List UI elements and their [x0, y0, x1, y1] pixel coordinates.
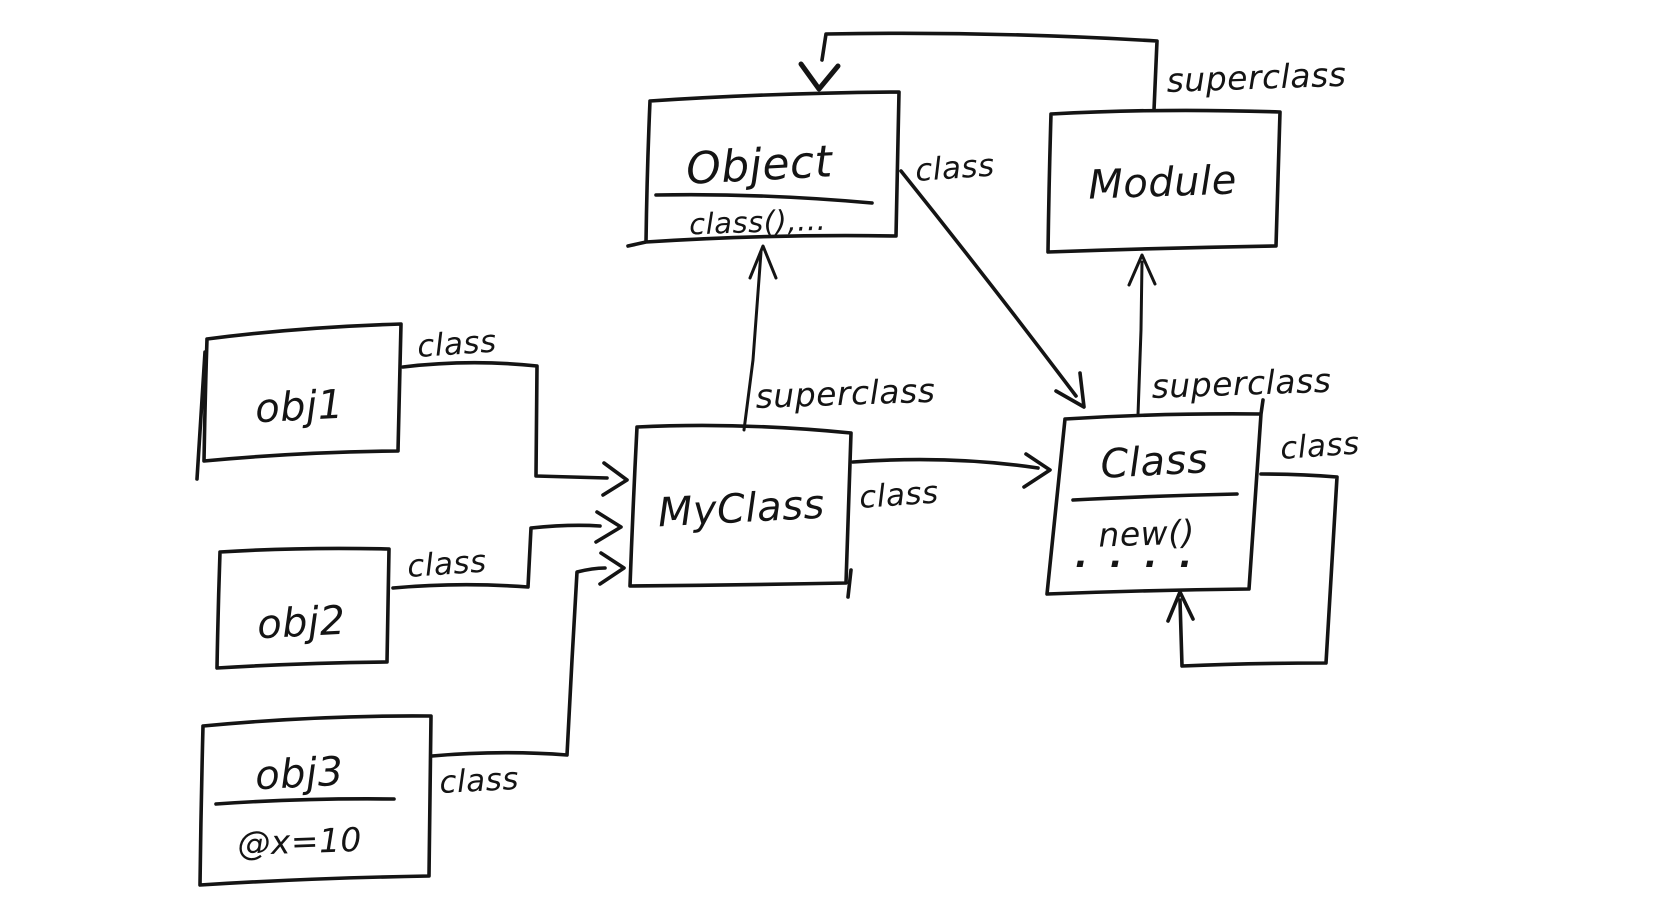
edge-obj3-myclass-label: class: [439, 761, 520, 801]
edge-module-object: superclass: [798, 31, 1347, 112]
edge-myclass-object-arrowhead: [748, 244, 778, 280]
edge-class-self-label: class: [1279, 426, 1361, 467]
edge-module-object-line: [820, 31, 1159, 112]
node-class: Class new() . . . .: [1045, 398, 1265, 596]
node-class-title: Class: [1099, 436, 1209, 488]
node-module-title: Module: [1088, 157, 1238, 208]
edge-class-module-arrowhead: [1127, 253, 1157, 287]
edge-class-module: superclass: [1127, 253, 1332, 417]
node-obj3-members: @x=10: [237, 820, 363, 863]
edge-class-module-label: superclass: [1151, 361, 1332, 406]
node-obj3: obj3 @x=10: [198, 714, 433, 887]
node-myclass: MyClass: [628, 423, 853, 599]
node-myclass-box: [628, 423, 853, 599]
edge-class-self: class: [1166, 426, 1361, 668]
node-object-title: Object: [685, 136, 835, 195]
node-obj3-divider: [214, 797, 396, 806]
node-object-members: class(),...: [689, 203, 827, 242]
node-obj2-title: obj2: [256, 598, 347, 649]
node-obj1: obj1: [195, 322, 403, 481]
edge-obj1-myclass-line: [401, 360, 609, 480]
edge-obj3-myclass-line: [430, 566, 607, 758]
node-class-box: [1045, 398, 1265, 596]
node-obj2: obj2: [215, 546, 391, 670]
node-class-members-dots: . . . .: [1075, 536, 1197, 576]
edge-myclass-object-label: superclass: [755, 371, 936, 416]
edge-obj2-myclass-line: [391, 523, 602, 590]
edge-obj1-myclass-arrowhead: [601, 461, 629, 497]
edge-object-class-arrowhead: [1054, 371, 1086, 409]
node-module: Module: [1046, 108, 1282, 254]
node-myclass-title: MyClass: [657, 482, 826, 537]
edge-myclass-class-line: [851, 457, 1040, 470]
node-obj2-box: [215, 546, 391, 670]
node-obj3-box: [198, 714, 433, 887]
node-object-divider: [654, 192, 874, 205]
edge-module-object-arrowhead: [798, 61, 841, 92]
edge-object-class-line: [899, 169, 1078, 398]
edge-obj2-myclass-label: class: [406, 544, 488, 585]
edge-obj3-myclass-arrowhead: [598, 551, 626, 586]
node-class-members: new(): [1098, 512, 1196, 554]
edge-obj2-myclass-arrowhead: [594, 510, 623, 544]
node-obj1-title: obj1: [254, 382, 345, 433]
edge-obj1-myclass-label: class: [416, 324, 498, 365]
node-obj3-title: obj3: [254, 749, 345, 800]
edge-myclass-class: class: [851, 452, 1052, 516]
edge-obj2-myclass: class: [391, 510, 623, 590]
node-obj1-box: [195, 322, 403, 481]
node-object: Object class(),...: [626, 90, 901, 248]
edge-myclass-class-label: class: [858, 475, 940, 516]
edge-class-self-line: [1178, 472, 1339, 668]
edge-class-module-line: [1136, 260, 1144, 417]
edge-obj1-myclass: class: [401, 324, 629, 497]
edge-obj3-myclass: class: [430, 551, 626, 801]
edge-object-class-label: class: [914, 148, 996, 189]
node-object-box: [626, 90, 901, 248]
edge-object-class: class: [899, 148, 1086, 409]
edge-class-self-arrowhead: [1166, 590, 1195, 623]
edge-module-object-label: superclass: [1166, 55, 1347, 100]
edge-myclass-class-arrowhead: [1022, 452, 1052, 489]
node-class-divider: [1071, 492, 1239, 502]
edge-myclass-object-line: [742, 250, 763, 432]
edge-myclass-object: superclass: [742, 244, 936, 432]
